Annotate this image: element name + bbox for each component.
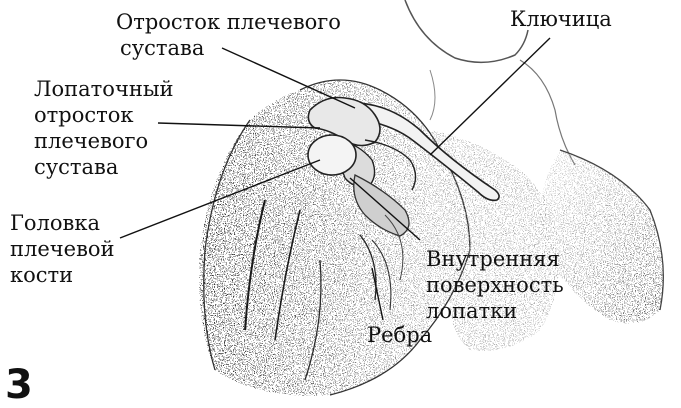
label-scapula-inner-surface-line-1: Внутренняя	[426, 246, 564, 272]
label-shoulder-process-line-2: сустава	[116, 35, 341, 61]
label-shoulder-process: Отросток плечевого сустава	[116, 9, 341, 61]
label-scapular-process-line-4: сустава	[34, 154, 174, 180]
label-ribs: Ребра	[367, 322, 432, 348]
label-clavicle-line-1: Ключица	[510, 6, 612, 32]
label-humerus-head-line-2: плечевой	[10, 236, 115, 262]
label-scapula-inner-surface-line-2: поверхность	[426, 272, 564, 298]
label-scapular-process-line-1: Лопаточный	[34, 76, 174, 102]
leader-clavicle	[430, 38, 550, 155]
label-shoulder-process-line-1: Отросток плечевого	[116, 9, 341, 35]
figure-number: 3	[5, 365, 33, 405]
label-humerus-head-line-1: Головка	[10, 210, 115, 236]
label-scapula-inner-surface: Внутренняя поверхность лопатки	[426, 246, 564, 324]
label-ribs-line-1: Ребра	[367, 322, 432, 348]
label-scapular-process-line-2: отросток	[34, 102, 174, 128]
label-humerus-head-line-3: кости	[10, 262, 115, 288]
label-humerus-head: Головка плечевой кости	[10, 210, 115, 288]
label-scapula-inner-surface-line-3: лопатки	[426, 298, 564, 324]
label-scapular-process: Лопаточный отросток плечевого сустава	[34, 76, 174, 180]
label-clavicle: Ключица	[510, 6, 612, 32]
label-scapular-process-line-3: плечевого	[34, 128, 174, 154]
